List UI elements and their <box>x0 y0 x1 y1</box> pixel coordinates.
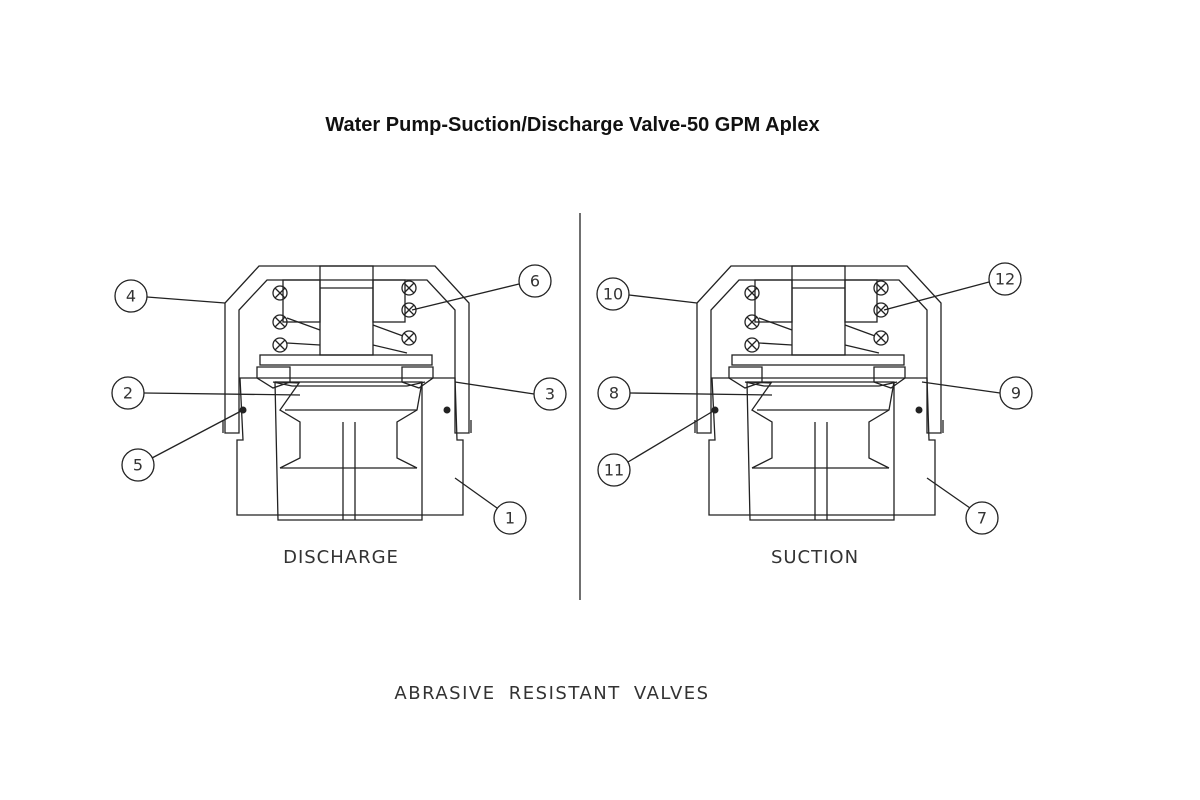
callout-8: 8 <box>609 384 619 403</box>
suction-callouts <box>596 262 1033 535</box>
callout-6: 6 <box>530 272 540 291</box>
callout-3: 3 <box>545 385 555 404</box>
callout-2: 2 <box>123 384 133 403</box>
callout-4: 4 <box>126 287 136 306</box>
callout-12: 12 <box>995 270 1015 289</box>
callout-1: 1 <box>505 509 515 528</box>
callout-9: 9 <box>1011 384 1021 403</box>
callout-11: 11 <box>604 461 624 480</box>
discharge-callouts <box>111 264 567 535</box>
callout-10: 10 <box>603 285 623 304</box>
diagram-caption: ABRASIVE RESISTANT VALVES <box>394 683 709 704</box>
callout-5: 5 <box>133 456 143 475</box>
suction-label: SUCTION <box>771 547 859 568</box>
diagram-title: Water Pump-Suction/Discharge Valve-50 GP… <box>325 114 820 136</box>
callout-7: 7 <box>977 509 987 528</box>
discharge-label: DISCHARGE <box>283 547 399 568</box>
